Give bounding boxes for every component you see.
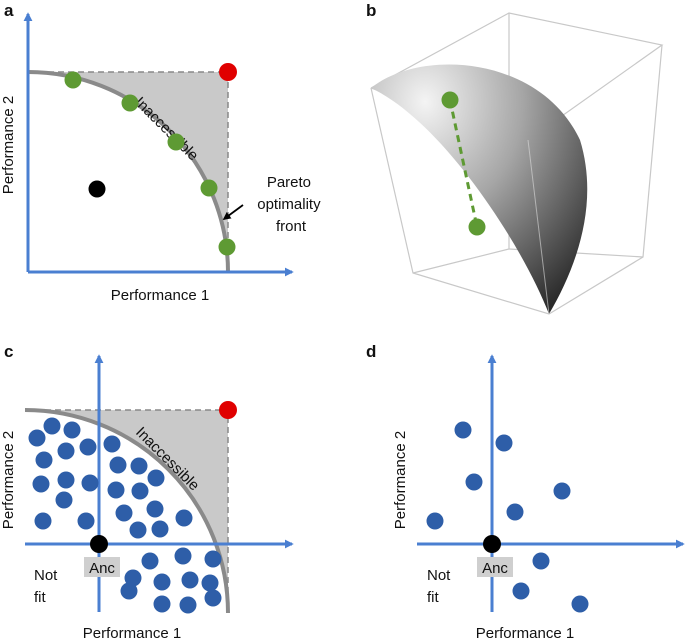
ancestor-label-box [84, 557, 120, 577]
population-point [34, 512, 52, 530]
population-point [35, 451, 53, 469]
panel-d: d Anc Not fit Performance 1 Performance … [366, 342, 685, 642]
not-fit-label: Not fit [34, 567, 62, 606]
population-point [77, 512, 95, 530]
population-point [147, 469, 165, 487]
population-point [115, 504, 133, 522]
population-point [465, 473, 483, 491]
population-point [63, 421, 81, 439]
population-point [153, 595, 171, 613]
inaccessible-region [25, 410, 228, 613]
ancestor-label-box [477, 557, 513, 577]
population-point [130, 457, 148, 475]
population-point [57, 442, 75, 460]
panel-b: b [366, 1, 664, 315]
population-point [103, 435, 121, 453]
optimum-point [219, 401, 237, 419]
panel-c: c Inaccessible [0, 342, 294, 642]
ancestor-point [483, 535, 501, 553]
x-axis-label: Performance 1 [476, 625, 574, 642]
population-point [174, 547, 192, 565]
y-axis-label: Performance 2 [392, 431, 409, 529]
population-point [131, 482, 149, 500]
population-point [204, 550, 222, 568]
population-point [109, 456, 127, 474]
population-point [129, 521, 147, 539]
population-points [426, 421, 589, 613]
pareto-front-curve [24, 408, 230, 614]
pareto-surface [371, 64, 588, 314]
ancestor-label: Anc [89, 560, 115, 577]
population-point [181, 571, 199, 589]
surface-point [441, 91, 459, 109]
panel-a: a Inaccessible Pareto optimality front P… [0, 1, 325, 304]
population-point [175, 509, 193, 527]
y-axis-label: Performance 2 [0, 96, 17, 194]
inaccessible-region [28, 72, 228, 272]
interior-point [88, 180, 106, 198]
population-point [532, 552, 550, 570]
population-point [79, 438, 97, 456]
population-point [454, 421, 472, 439]
population-point [141, 552, 159, 570]
population-point [43, 417, 61, 435]
population-point [512, 582, 530, 600]
panel-c-label: c [4, 342, 13, 361]
projection-line [448, 99, 479, 228]
population-point [28, 429, 46, 447]
population-point [553, 482, 571, 500]
box-edge-front [527, 139, 550, 315]
population-point [571, 595, 589, 613]
population-point [120, 582, 138, 600]
population-point [81, 474, 99, 492]
population-point [57, 471, 75, 489]
pareto-front-label: Pareto optimality front [257, 174, 325, 235]
population-point [495, 434, 513, 452]
panel-d-label: d [366, 342, 376, 361]
population-point [146, 500, 164, 518]
pareto-point [167, 133, 185, 151]
x-axis-label: Performance 1 [83, 625, 181, 642]
ancestor-point [90, 535, 108, 553]
population-point [32, 475, 50, 493]
ancestor-label: Anc [482, 560, 508, 577]
panel-b-label: b [366, 1, 376, 20]
not-fit-label: Not fit [427, 567, 455, 606]
front-pointer-arrow [222, 204, 244, 220]
pareto-point [121, 94, 139, 112]
population-point [124, 569, 142, 587]
pareto-point [64, 71, 82, 89]
pareto-point [200, 179, 218, 197]
panel-a-label: a [4, 1, 14, 20]
x-axis-label: Performance 1 [111, 287, 209, 304]
population-point [151, 520, 169, 538]
population-point [55, 491, 73, 509]
population-point [107, 481, 125, 499]
optimum-point [219, 63, 237, 81]
population-point [204, 589, 222, 607]
population-points [28, 417, 222, 614]
population-point [153, 573, 171, 591]
y-axis-label: Performance 2 [0, 431, 17, 529]
population-point [201, 574, 219, 592]
population-point [179, 596, 197, 614]
population-point [426, 512, 444, 530]
pareto-point [218, 238, 236, 256]
population-point [506, 503, 524, 521]
projected-point [468, 218, 486, 236]
